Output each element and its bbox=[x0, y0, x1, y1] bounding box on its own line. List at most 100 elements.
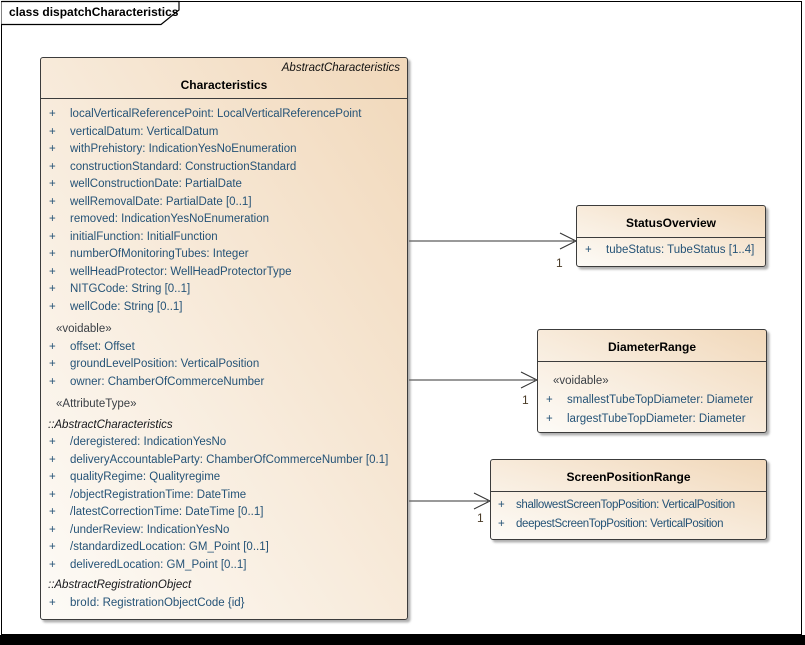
member-text: wellHeadProtector: WellHeadProtectorType bbox=[70, 265, 292, 278]
member-text: localVerticalReferencePoint: LocalVertic… bbox=[70, 108, 362, 120]
member-text: shallowestScreenTopPosition: VerticalPos… bbox=[516, 499, 735, 511]
visibility-marker: + bbox=[49, 125, 56, 138]
class-member-row: «voidable» bbox=[41, 321, 407, 339]
class-member-row: + /deregistered: IndicationYesNo bbox=[41, 434, 407, 452]
connector-to-status-overview: 1 bbox=[409, 232, 579, 270]
member-text: constructionStandard: ConstructionStanda… bbox=[70, 160, 297, 173]
member-text: withPrehistory: IndicationYesNoEnumerati… bbox=[70, 143, 297, 155]
visibility-marker: + bbox=[49, 195, 56, 208]
visibility-marker: + bbox=[49, 375, 56, 388]
class-member-row: + /underReview: IndicationYesNo bbox=[41, 522, 407, 540]
class-member-row: ::AbstractRegistrationObject bbox=[41, 577, 407, 595]
visibility-marker: + bbox=[49, 436, 56, 448]
member-text: deliveredLocation: GM_Point [0..1] bbox=[70, 558, 247, 571]
member-text: broId: RegistrationObjectCode {id} bbox=[70, 596, 245, 609]
attribute-compartment: + tubeStatus: TubeStatus [1..4] bbox=[577, 238, 765, 260]
class-member-row: + verticalDatum: VerticalDatum bbox=[41, 124, 407, 142]
member-text: initialFunction: InitialFunction bbox=[70, 230, 218, 243]
member-text: ::AbstractCharacteristics bbox=[48, 418, 173, 431]
visibility-marker: + bbox=[49, 358, 56, 370]
member-text: removed: IndicationYesNoEnumeration bbox=[70, 213, 270, 225]
class-member-row: + qualityRegime: Qualityregime bbox=[41, 469, 407, 487]
member-text: /underReview: IndicationYesNo bbox=[70, 523, 230, 536]
visibility-marker: + bbox=[49, 265, 56, 278]
class-member-row: + deliveryAccountableParty: ChamberOfCom… bbox=[41, 452, 407, 470]
member-text: «AttributeType» bbox=[56, 398, 137, 410]
class-member-row: + NITGCode: String [0..1] bbox=[41, 281, 407, 299]
attribute-compartment: «voidable» + smallestTubeTopDiameter: Di… bbox=[538, 362, 766, 429]
visibility-marker: + bbox=[49, 143, 56, 155]
diagram-tab-shape bbox=[1, 0, 180, 26]
visibility-marker: + bbox=[49, 160, 56, 173]
class-header: AbstractCharacteristics Characteristics bbox=[41, 58, 407, 99]
member-text: /standardizedLocation: GM_Point [0..1] bbox=[70, 541, 269, 553]
visibility-marker: + bbox=[498, 499, 505, 511]
visibility-marker: + bbox=[49, 108, 56, 120]
visibility-marker: + bbox=[49, 523, 56, 536]
member-text: offset: Offset bbox=[70, 340, 135, 353]
visibility-marker: + bbox=[49, 213, 56, 225]
member-text: smallestTubeTopDiameter: Diameter bbox=[567, 394, 754, 406]
class-member-row: + largestTubeTopDiameter: Diameter bbox=[538, 410, 766, 429]
connector-to-screen-position-range: 1 bbox=[409, 492, 493, 525]
member-text: tubeStatus: TubeStatus [1..4] bbox=[606, 244, 755, 256]
member-text: deliveryAccountableParty: ChamberOfComme… bbox=[70, 453, 389, 466]
member-text: wellCode: String [0..1] bbox=[70, 300, 183, 313]
class-member-row: + wellHeadProtector: WellHeadProtectorTy… bbox=[41, 264, 407, 282]
member-text: NITGCode: String [0..1] bbox=[70, 283, 191, 295]
class-member-row: + initialFunction: InitialFunction bbox=[41, 229, 407, 247]
class-name: ScreenPositionRange bbox=[566, 470, 691, 484]
class-box-diameter-range[interactable]: DiameterRange «voidable» + smallestTubeT… bbox=[537, 329, 767, 433]
member-text: /deregistered: IndicationYesNo bbox=[70, 436, 227, 448]
class-name: DiameterRange bbox=[607, 340, 697, 354]
class-box-status-overview[interactable]: StatusOverview + tubeStatus: TubeStatus … bbox=[576, 205, 766, 267]
member-text: wellRemovalDate: PartialDate [0..1] bbox=[70, 195, 252, 208]
class-member-row: «voidable» bbox=[538, 372, 766, 391]
visibility-marker: + bbox=[49, 300, 56, 313]
class-member-row: + constructionStandard: ConstructionStan… bbox=[41, 159, 407, 177]
visibility-marker: + bbox=[546, 394, 553, 406]
visibility-marker: + bbox=[49, 596, 56, 609]
class-member-row: «AttributeType» bbox=[41, 396, 407, 414]
class-header: DiameterRange bbox=[538, 330, 766, 362]
member-text: qualityRegime: Qualityregime bbox=[70, 471, 221, 483]
visibility-marker: + bbox=[49, 178, 56, 190]
member-text: ::AbstractRegistrationObject bbox=[48, 579, 192, 591]
member-text: /latestCorrectionTime: DateTime [0..1] bbox=[70, 506, 264, 518]
class-member-row: + tubeStatus: TubeStatus [1..4] bbox=[577, 241, 765, 260]
visibility-marker: + bbox=[585, 244, 592, 256]
attribute-compartment: + shallowestScreenTopPosition: VerticalP… bbox=[491, 492, 766, 534]
class-member-row: + groundLevelPosition: VerticalPosition bbox=[41, 356, 407, 374]
class-member-row: ::AbstractCharacteristics bbox=[41, 417, 407, 435]
visibility-marker: + bbox=[546, 413, 553, 425]
member-text: «voidable» bbox=[56, 323, 112, 335]
attribute-compartment: + localVerticalReferencePoint: LocalVert… bbox=[41, 99, 407, 612]
class-box-characteristics[interactable]: AbstractCharacteristics Characteristics … bbox=[40, 57, 408, 620]
visibility-marker: + bbox=[49, 541, 56, 553]
multiplicity-label: 1 bbox=[556, 256, 563, 270]
class-member-row: + /standardizedLocation: GM_Point [0..1] bbox=[41, 539, 407, 557]
class-header: StatusOverview bbox=[577, 206, 765, 238]
member-text: «voidable» bbox=[553, 375, 609, 387]
class-member-row: + owner: ChamberOfCommerceNumber bbox=[41, 374, 407, 392]
class-member-row: + shallowestScreenTopPosition: VerticalP… bbox=[491, 496, 766, 515]
class-member-row: + deepestScreenTopPosition: VerticalPosi… bbox=[491, 515, 766, 534]
member-text: groundLevelPosition: VerticalPosition bbox=[70, 358, 260, 370]
class-member-row: + wellCode: String [0..1] bbox=[41, 299, 407, 317]
class-box-screen-position-range[interactable]: ScreenPositionRange + shallowestScreenTo… bbox=[490, 459, 767, 540]
connector-to-diameter-range: 1 bbox=[409, 371, 540, 407]
class-member-row: + /latestCorrectionTime: DateTime [0..1] bbox=[41, 504, 407, 522]
member-text: largestTubeTopDiameter: Diameter bbox=[567, 413, 746, 425]
visibility-marker: + bbox=[49, 230, 56, 243]
class-header-stereotype: AbstractCharacteristics bbox=[281, 62, 400, 74]
member-text: wellConstructionDate: PartialDate bbox=[70, 178, 242, 190]
member-text: deepestScreenTopPosition: VerticalPositi… bbox=[516, 518, 724, 530]
class-member-row: + deliveredLocation: GM_Point [0..1] bbox=[41, 557, 407, 575]
multiplicity-label: 1 bbox=[477, 511, 484, 525]
member-text: numberOfMonitoringTubes: Integer bbox=[70, 248, 249, 260]
class-member-row: + removed: IndicationYesNoEnumeration bbox=[41, 211, 407, 229]
class-name: Characteristics bbox=[180, 78, 268, 92]
class-member-row: + wellConstructionDate: PartialDate bbox=[41, 176, 407, 194]
class-member-row: + numberOfMonitoringTubes: Integer bbox=[41, 246, 407, 264]
